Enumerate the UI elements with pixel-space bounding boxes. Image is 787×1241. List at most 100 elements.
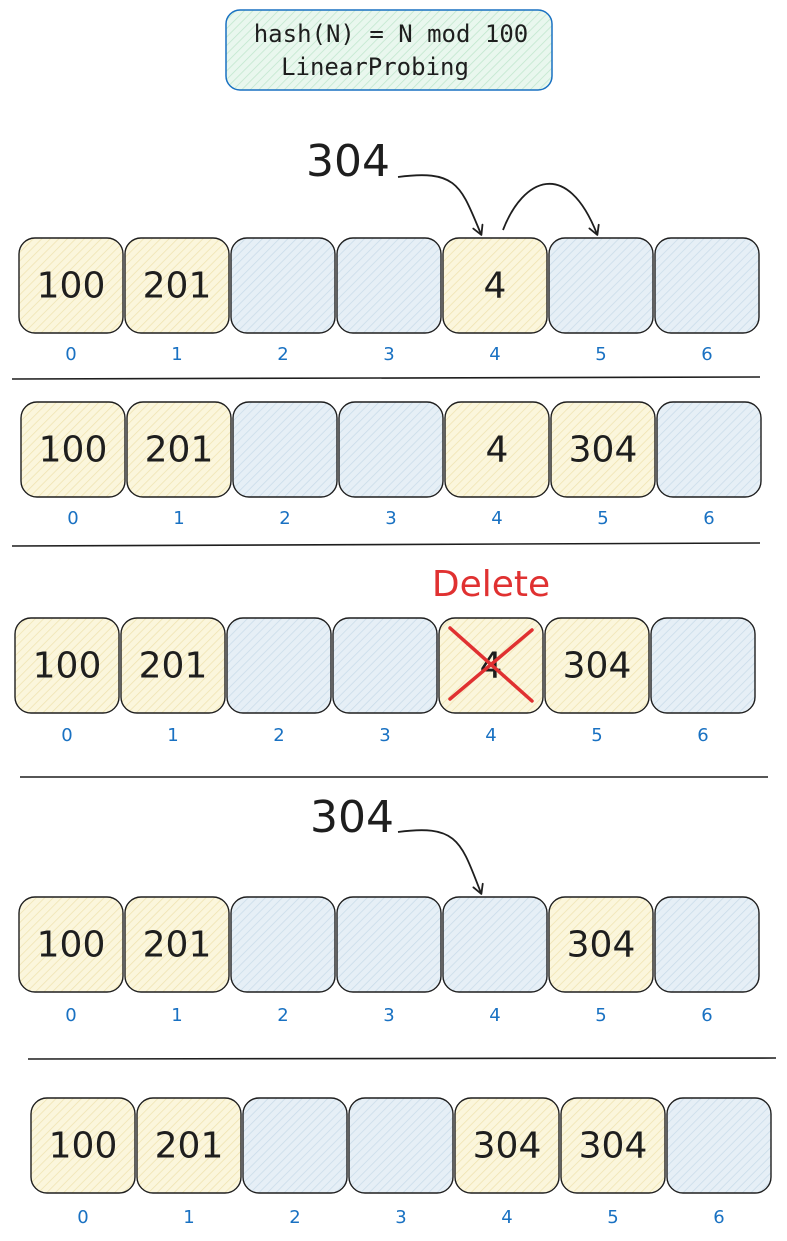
- delete-label: Delete: [432, 564, 550, 605]
- empty-slot: [226, 617, 332, 714]
- empty-slot: [548, 237, 654, 334]
- hash-table-row-5: 100 0 201 1 2 3 304 4 304 5 6: [30, 1097, 772, 1228]
- slot-value: 100: [37, 266, 106, 307]
- table-cell: [442, 896, 548, 993]
- slot-value: 201: [143, 925, 212, 966]
- empty-slot: [442, 896, 548, 993]
- table-cell: 100: [30, 1097, 136, 1194]
- table-cell: [226, 617, 332, 714]
- slot-value: 100: [49, 1126, 118, 1167]
- table-cell: 201: [126, 401, 232, 498]
- slot-index: 5: [591, 725, 602, 746]
- filled-slot: [442, 237, 548, 334]
- table-cell: [656, 401, 762, 498]
- filled-slot: [124, 896, 230, 993]
- empty-slot: [242, 1097, 348, 1194]
- incoming-key-label: 304: [310, 792, 394, 843]
- slot-index: 0: [61, 725, 72, 746]
- table-cell: 304: [560, 1097, 666, 1194]
- empty-slot: [336, 896, 442, 993]
- table-cell: [338, 401, 444, 498]
- filled-slot: [18, 896, 124, 993]
- table-cell: [242, 1097, 348, 1194]
- insert-arrow: [397, 829, 484, 895]
- delete-cross-mark: [448, 626, 534, 703]
- empty-slot: [654, 896, 760, 993]
- table-cell: [348, 1097, 454, 1194]
- table-cell: 304: [544, 617, 650, 714]
- slot-index: 3: [395, 1207, 406, 1228]
- table-cell: 201: [120, 617, 226, 714]
- slot-index: 1: [183, 1207, 194, 1228]
- slot-index: 0: [77, 1207, 88, 1228]
- table-cell: 304: [550, 401, 656, 498]
- row-divider: [27, 1057, 777, 1060]
- table-cell: [230, 237, 336, 334]
- slot-value: 100: [37, 925, 106, 966]
- slot-index: 4: [501, 1207, 512, 1228]
- table-cell: [336, 237, 442, 334]
- slot-index: 3: [383, 1005, 394, 1026]
- slot-index: 6: [703, 508, 714, 529]
- filled-slot: [548, 896, 654, 993]
- slot-value: 201: [143, 266, 212, 307]
- title-box: hash(N) = N mod 100 LinearProbing: [225, 9, 553, 91]
- title-formula: hash(N) = N mod 100: [254, 20, 529, 48]
- slot-index: 6: [701, 344, 712, 365]
- table-cell: [650, 617, 756, 714]
- filled-slot: [444, 401, 550, 498]
- filled-slot: [20, 401, 126, 498]
- slot-index: 2: [289, 1207, 300, 1228]
- filled-slot: [120, 617, 226, 714]
- table-cell: [666, 1097, 772, 1194]
- table-cell: 4: [442, 237, 548, 334]
- slot-index: 6: [701, 1005, 712, 1026]
- slot-index: 5: [607, 1207, 618, 1228]
- table-cell: [654, 237, 760, 334]
- empty-slot: [338, 401, 444, 498]
- table-cell: 201: [124, 896, 230, 993]
- slot-value: 4: [486, 430, 509, 471]
- filled-slot: [544, 617, 650, 714]
- slot-index: 4: [489, 344, 500, 365]
- slot-index: 5: [595, 1005, 606, 1026]
- table-cell: [548, 237, 654, 334]
- slot-index: 0: [65, 1005, 76, 1026]
- filled-slot: [14, 617, 120, 714]
- table-cell: 100: [14, 617, 120, 714]
- slot-index: 1: [167, 725, 178, 746]
- table-cell: 4: [444, 401, 550, 498]
- row-divider: [11, 542, 761, 547]
- empty-slot: [348, 1097, 454, 1194]
- empty-slot: [332, 617, 438, 714]
- empty-slot: [650, 617, 756, 714]
- table-cell: [230, 896, 336, 993]
- slot-index: 2: [279, 508, 290, 529]
- slot-value: 304: [579, 1126, 648, 1167]
- table-cell: 201: [124, 237, 230, 334]
- slot-index: 2: [273, 725, 284, 746]
- slot-value: 201: [155, 1126, 224, 1167]
- slot-index: 0: [67, 508, 78, 529]
- slot-index: 6: [713, 1207, 724, 1228]
- slot-index: 4: [485, 725, 496, 746]
- filled-slot: [126, 401, 232, 498]
- table-cell: [654, 896, 760, 993]
- empty-slot: [230, 237, 336, 334]
- slot-index: 5: [597, 508, 608, 529]
- slot-index: 3: [383, 344, 394, 365]
- empty-slot: [656, 401, 762, 498]
- table-cell: 304: [454, 1097, 560, 1194]
- table-cell: 304: [548, 896, 654, 993]
- slot-index: 2: [277, 1005, 288, 1026]
- slot-index: 1: [171, 344, 182, 365]
- table-cell: 100: [20, 401, 126, 498]
- row-divider: [11, 376, 761, 380]
- filled-slot: [30, 1097, 136, 1194]
- table-cell: [336, 896, 442, 993]
- slot-value: 4: [484, 266, 507, 307]
- filled-slot: [560, 1097, 666, 1194]
